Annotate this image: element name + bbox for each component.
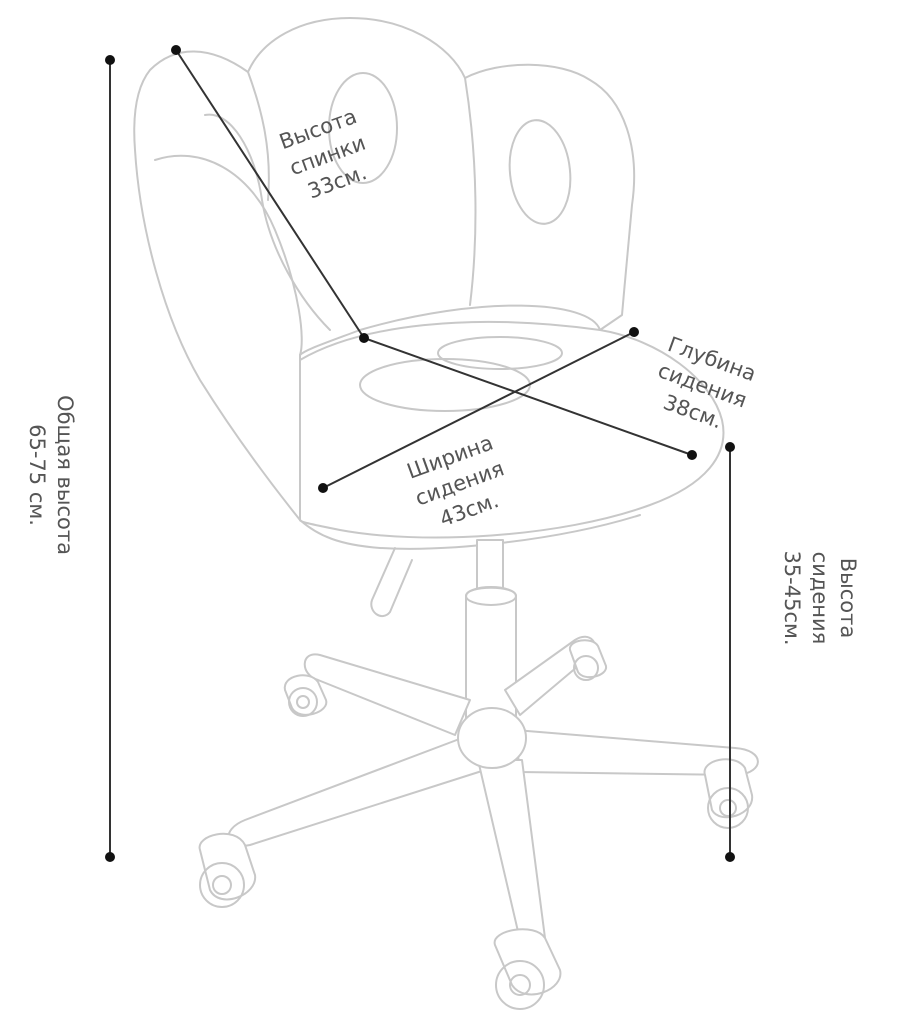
total-height-label: Общая высота 65-75 см. <box>25 395 77 555</box>
chair-caster-back-right <box>569 639 607 681</box>
back-height-line <box>175 49 365 339</box>
seat-width-label: Ширина сидения 43см. <box>404 430 507 531</box>
back-height-bottom-dot <box>359 333 369 343</box>
total-height-label-line-2: 65-75 см. <box>25 424 49 526</box>
chair-caster-front <box>493 928 562 1010</box>
chair-illustration <box>133 17 759 1010</box>
dimension-lines <box>109 49 731 857</box>
chair-gas-lift-lower <box>465 586 517 727</box>
seat-height-label-line-3: 35-45см. <box>780 550 804 645</box>
chair-gas-lift-upper <box>476 539 504 591</box>
chair-backrest-hole-left <box>328 72 398 184</box>
seat-height-bottom-dot <box>725 852 735 862</box>
chair-gas-lift-collar <box>465 586 517 606</box>
chair-caster-front-left <box>198 832 257 908</box>
total-height-label-line-1: Общая высота <box>53 395 77 555</box>
dimension-endpoints <box>105 45 735 862</box>
chair-base-leg-front-left <box>227 734 486 847</box>
chair-backrest-panel-inner <box>204 113 331 331</box>
chair-backrest-panel-seam-right <box>464 77 477 306</box>
chair-lever <box>370 547 413 618</box>
back-height-top-dot <box>171 45 181 55</box>
chair-seat <box>299 320 725 539</box>
seat-width-right-dot <box>629 327 639 337</box>
seat-depth-label: Глубина сидения 38см. <box>655 332 759 433</box>
seat-width-left-dot <box>318 483 328 493</box>
total-height-bottom-dot <box>105 852 115 862</box>
seat-height-label-line-1: Высота <box>836 558 860 638</box>
chair-base-leg-front <box>477 759 547 955</box>
chair-backrest-inner-left <box>154 154 303 356</box>
total-height-top-dot <box>105 55 115 65</box>
chair-backrest-panel-seam-left <box>247 71 270 201</box>
chair-caster-back-left <box>283 674 328 717</box>
seat-height-label: Высота сидения 35-45см. <box>780 550 860 645</box>
chair-caster-front-right <box>703 758 754 829</box>
seat-depth-line <box>363 337 693 456</box>
chair-base-leg-back-left <box>303 653 471 736</box>
chair-backrest <box>133 17 636 521</box>
seat-depth-front-dot <box>687 450 697 460</box>
seat-height-top-dot <box>725 442 735 452</box>
chair-base-hub <box>457 707 527 769</box>
chair-seat-hole-back <box>437 336 563 370</box>
back-height-label: Высота спинки 33см. <box>276 104 370 203</box>
seat-width-line <box>322 331 635 489</box>
seat-height-label-line-2: сидения <box>808 552 832 645</box>
chair-backrest-hole-right <box>508 119 572 225</box>
chair-seat-edge <box>299 514 641 550</box>
